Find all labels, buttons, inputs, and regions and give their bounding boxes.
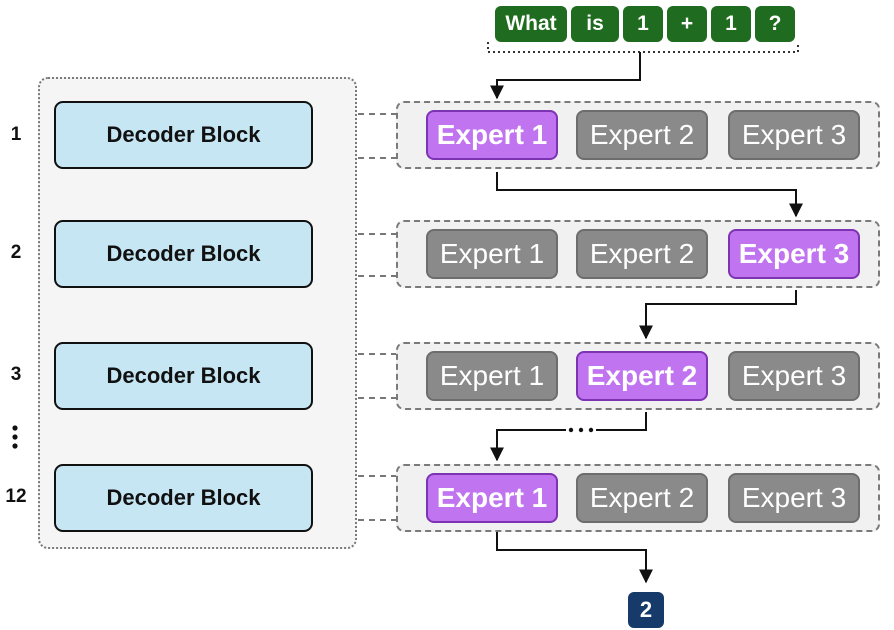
expert-box: Expert 1 xyxy=(426,110,558,160)
expert-panel-layer-3: Expert 1 Expert 2 Expert 3 xyxy=(396,342,880,410)
expert-box: Expert 2 xyxy=(576,473,708,523)
decoder-block: Decoder Block xyxy=(54,220,313,288)
input-token: ? xyxy=(755,6,795,42)
expert-box: Expert 3 xyxy=(728,473,860,523)
expert-box: Expert 2 xyxy=(576,110,708,160)
layer-number: 2 xyxy=(10,242,22,263)
expert-box: Expert 2 xyxy=(576,351,708,401)
expert-box: Expert 1 xyxy=(426,473,558,523)
input-token: is xyxy=(571,6,619,42)
route-input-to-layer1 xyxy=(490,52,641,100)
output-token: 2 xyxy=(628,592,664,628)
expert-box: Expert 1 xyxy=(426,351,558,401)
route-ellipsis xyxy=(568,427,594,433)
input-bracket xyxy=(487,42,799,53)
layer-number: 12 xyxy=(5,486,27,507)
expert-box: Expert 3 xyxy=(728,351,860,401)
route-layer3-to-layer12 xyxy=(497,412,647,460)
decoder-block: Decoder Block xyxy=(54,342,313,410)
expert-box: Expert 3 xyxy=(728,229,860,279)
route-layer12-to-output xyxy=(496,532,653,584)
input-token: 1 xyxy=(623,6,663,42)
layer-number: 1 xyxy=(10,124,22,145)
layer-number: 3 xyxy=(10,364,22,385)
expert-panel-layer-2: Expert 1 Expert 2 Expert 3 xyxy=(396,220,880,288)
layer-ellipsis xyxy=(12,425,18,449)
input-token: What xyxy=(495,6,567,42)
route-layer1-to-layer2 xyxy=(496,172,803,218)
expert-box: Expert 2 xyxy=(576,229,708,279)
decoder-block: Decoder Block xyxy=(54,464,313,532)
expert-panel-layer-1: Expert 1 Expert 2 Expert 3 xyxy=(396,101,880,169)
input-token: + xyxy=(667,6,707,42)
input-tokens: What is 1 + 1 ? xyxy=(495,6,795,42)
decoder-block: Decoder Block xyxy=(54,101,313,169)
route-layer2-to-layer3 xyxy=(639,290,797,340)
input-token: 1 xyxy=(711,6,751,42)
expert-box: Expert 1 xyxy=(426,229,558,279)
expert-box: Expert 3 xyxy=(728,110,860,160)
expert-panel-layer-12: Expert 1 Expert 2 Expert 3 xyxy=(396,464,880,532)
